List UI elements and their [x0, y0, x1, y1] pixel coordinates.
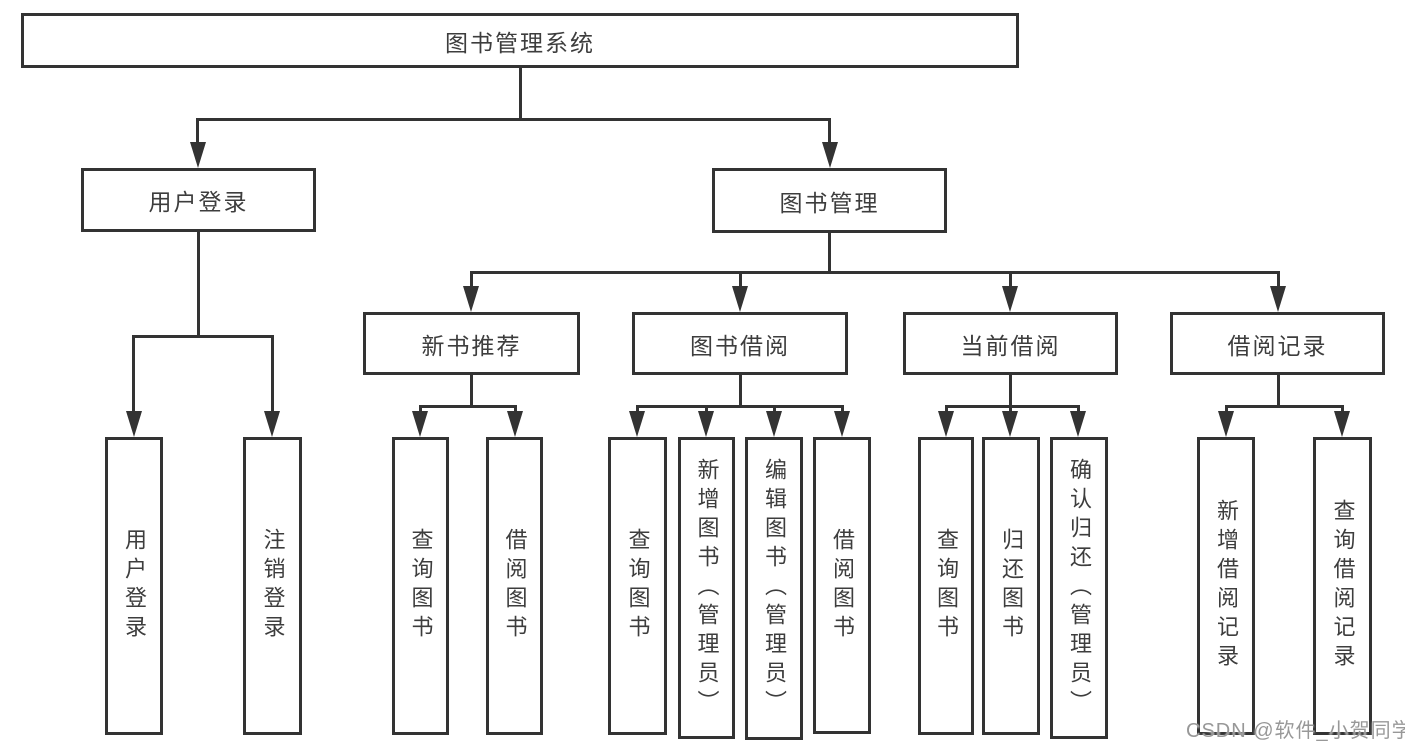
connector-segment [470, 271, 473, 289]
leaf-confirm-return-admin: 确认归还（管理员） [1050, 437, 1108, 739]
arrowhead-down-icon [1002, 411, 1018, 437]
arrowhead-down-icon [698, 411, 714, 437]
connector-segment [739, 271, 742, 289]
connector-segment [197, 118, 831, 121]
arrowhead-down-icon [629, 411, 645, 437]
node-borrowing-records: 借阅记录 [1170, 312, 1385, 375]
arrowhead-down-icon [766, 411, 782, 437]
connector-segment [1077, 405, 1080, 413]
arrowhead-down-icon [834, 411, 850, 437]
arrowhead-down-icon [126, 411, 142, 437]
connector-segment [514, 405, 517, 413]
arrowhead-down-icon [1002, 286, 1018, 312]
connector-segment [197, 232, 200, 337]
arrowhead-down-icon [507, 411, 523, 437]
node-library-management-system: 图书管理系统 [21, 13, 1019, 68]
node-new-book-recommendation: 新书推荐 [363, 312, 580, 375]
connector-segment [1009, 271, 1012, 289]
connector-segment [470, 271, 1279, 274]
arrowhead-down-icon [190, 142, 206, 168]
connector-segment [705, 405, 708, 413]
connector-segment [1009, 405, 1012, 413]
connector-segment [1225, 405, 1228, 413]
arrowhead-down-icon [264, 411, 280, 437]
arrowhead-down-icon [1218, 411, 1234, 437]
connector-segment [945, 405, 948, 413]
node-book-management: 图书管理 [712, 168, 947, 233]
connector-segment [196, 118, 199, 148]
connector-segment [636, 405, 639, 413]
connector-segment [419, 405, 516, 408]
leaf-rec-query-book: 查询图书 [392, 437, 449, 735]
connector-segment [519, 68, 522, 120]
connector-segment [828, 118, 831, 148]
node-user-login: 用户登录 [81, 168, 316, 232]
node-current-borrowing: 当前借阅 [903, 312, 1118, 375]
connector-segment [1009, 375, 1012, 407]
leaf-return-book: 归还图书 [982, 437, 1040, 735]
node-book-borrowing: 图书借阅 [632, 312, 848, 375]
leaf-edit-book-admin: 编辑图书（管理员） [745, 437, 803, 740]
connector-segment [132, 335, 273, 338]
leaf-add-book-admin: 新增图书（管理员） [678, 437, 735, 739]
connector-segment [132, 335, 135, 413]
leaf-borrow-query-book: 查询图书 [608, 437, 667, 735]
arrowhead-down-icon [822, 142, 838, 168]
arrowhead-down-icon [1070, 411, 1086, 437]
arrowhead-down-icon [938, 411, 954, 437]
csdn-watermark: CSDN @软件_小贺同学 [1186, 720, 1405, 742]
connector-segment [470, 375, 473, 407]
leaf-rec-borrow-book: 借阅图书 [486, 437, 543, 735]
connector-segment [1277, 375, 1280, 407]
leaf-current-query-book: 查询图书 [918, 437, 974, 735]
leaf-add-borrow-record: 新增借阅记录 [1197, 437, 1255, 735]
connector-segment [773, 405, 776, 413]
connector-segment [1225, 405, 1343, 408]
leaf-user-login: 用户登录 [105, 437, 163, 735]
connector-segment [945, 405, 1079, 408]
arrowhead-down-icon [463, 286, 479, 312]
connector-segment [271, 335, 274, 413]
leaf-borrow-borrow-book: 借阅图书 [813, 437, 871, 734]
connector-segment [1277, 271, 1280, 289]
arrowhead-down-icon [412, 411, 428, 437]
arrowhead-down-icon [1270, 286, 1286, 312]
arrowhead-down-icon [1334, 411, 1350, 437]
leaf-query-borrow-record: 查询借阅记录 [1313, 437, 1372, 735]
connector-segment [1341, 405, 1344, 413]
arrowhead-down-icon [732, 286, 748, 312]
connector-segment [739, 375, 742, 407]
connector-segment [841, 405, 844, 413]
connector-segment [637, 405, 843, 408]
connector-segment [419, 405, 422, 413]
connector-segment [828, 233, 831, 273]
leaf-logout: 注销登录 [243, 437, 302, 735]
